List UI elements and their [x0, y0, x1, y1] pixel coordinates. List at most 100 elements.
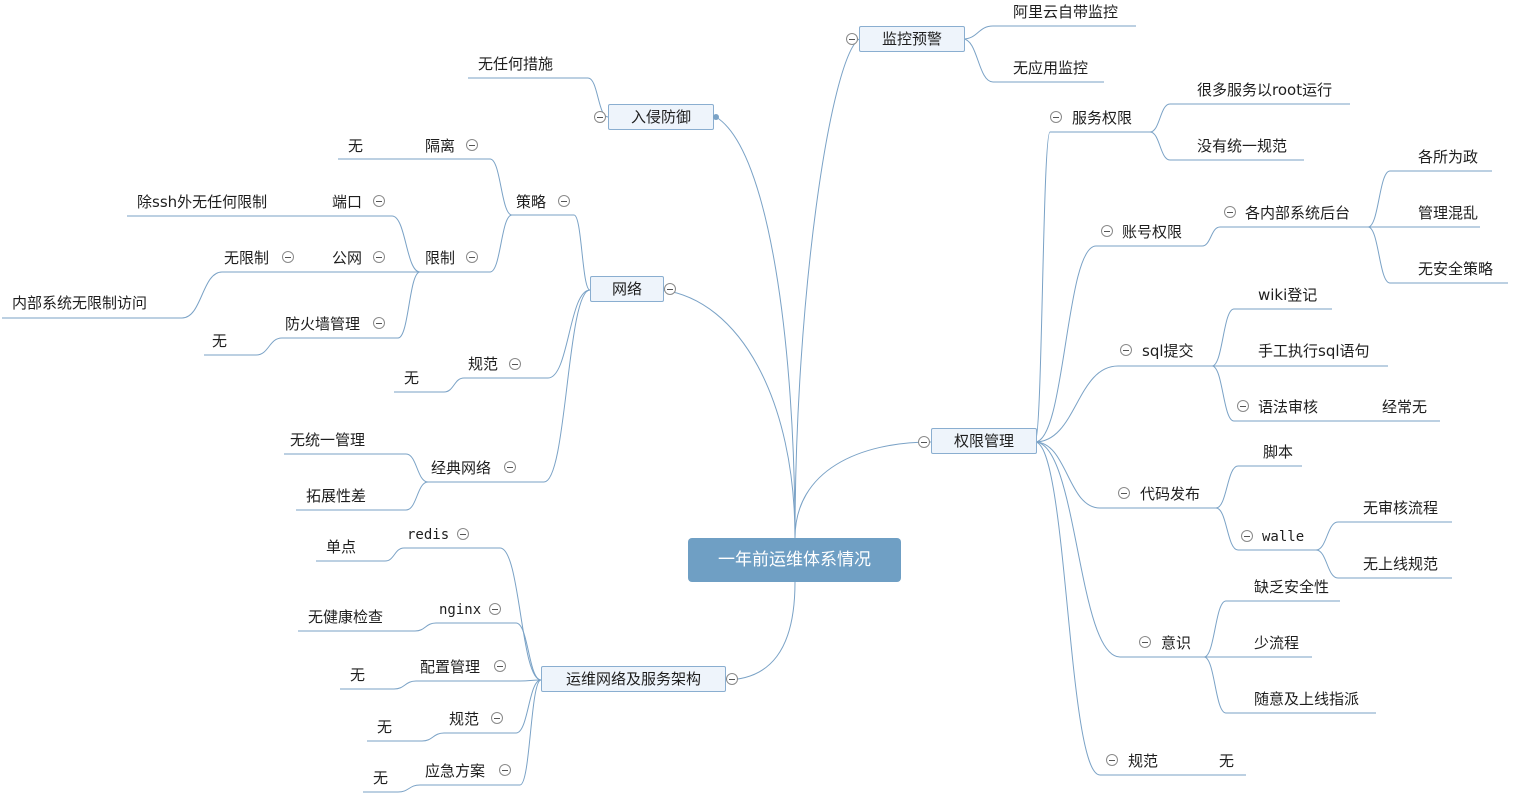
connector [1203, 600, 1227, 658]
collapse-icon[interactable] [846, 33, 858, 45]
node-network-firewall[interactable]: 防火墙管理 [285, 315, 361, 333]
connector [1149, 131, 1171, 161]
collapse-icon[interactable] [726, 673, 738, 685]
node-intrusion-none[interactable]: 无任何措施 [478, 55, 554, 73]
node-perm[interactable]: 权限管理 [931, 428, 1037, 454]
node-network-classic-2[interactable]: 拓展性差 [306, 487, 367, 505]
collapse-icon[interactable] [1101, 225, 1113, 237]
collapse-icon[interactable] [1120, 344, 1132, 356]
node-perm-standard[interactable]: 规范 [1128, 752, 1159, 770]
node-ops-redis-val[interactable]: 单点 [326, 538, 357, 556]
collapse-icon[interactable] [918, 436, 930, 448]
node-perm-sql-1[interactable]: wiki登记 [1258, 286, 1318, 304]
connector [794, 38, 860, 539]
node-network-port[interactable]: 端口 [332, 193, 363, 211]
node-monitor[interactable]: 监控预警 [859, 26, 965, 52]
node-perm-deploy[interactable]: 代码发布 [1140, 485, 1201, 503]
collapse-icon[interactable] [1118, 487, 1130, 499]
node-network-public-val[interactable]: 无限制 [224, 249, 270, 267]
collapse-icon[interactable] [594, 111, 606, 123]
node-network-classic[interactable]: 经典网络 [431, 459, 492, 477]
connector [515, 679, 542, 734]
connector [1215, 465, 1239, 509]
collapse-icon[interactable] [373, 195, 385, 207]
node-perm-sql-2[interactable]: 手工执行sql语句 [1258, 342, 1370, 360]
node-perm-walle[interactable]: walle [1262, 529, 1305, 545]
node-network-limit[interactable]: 限制 [425, 249, 456, 267]
node-ops-standard[interactable]: 规范 [449, 710, 480, 728]
node-perm-backend[interactable]: 各内部系统后台 [1245, 204, 1351, 222]
collapse-icon[interactable] [1241, 530, 1253, 542]
node-network-isolation[interactable]: 隔离 [425, 137, 456, 155]
node-perm-service-1[interactable]: 很多服务以root运行 [1197, 81, 1333, 99]
node-perm-awareness-2[interactable]: 少流程 [1254, 634, 1300, 652]
connector [723, 581, 796, 681]
node-perm-syntax-val[interactable]: 经常无 [1382, 398, 1428, 416]
root-node[interactable]: 一年前运维体系情况 [688, 538, 901, 582]
node-ops-standard-val[interactable]: 无 [377, 718, 393, 736]
node-perm-syntax[interactable]: 语法审核 [1258, 398, 1319, 416]
collapse-icon[interactable] [1237, 400, 1249, 412]
collapse-icon[interactable] [1106, 754, 1118, 766]
collapse-icon[interactable] [499, 764, 511, 776]
collapse-icon[interactable] [494, 660, 506, 672]
node-perm-service[interactable]: 服务权限 [1072, 109, 1133, 127]
node-perm-sql[interactable]: sql提交 [1142, 342, 1194, 360]
connector [1034, 131, 1051, 443]
collapse-icon[interactable] [466, 139, 478, 151]
node-perm-service-2[interactable]: 没有统一规范 [1197, 137, 1288, 155]
collapse-icon[interactable] [509, 358, 521, 370]
collapse-icon[interactable] [373, 251, 385, 263]
collapse-icon[interactable] [664, 283, 676, 295]
node-network-strategy[interactable]: 策略 [516, 193, 547, 211]
node-network-standard[interactable]: 规范 [468, 355, 499, 373]
node-perm-backend-1[interactable]: 各所为政 [1418, 148, 1479, 166]
node-network-public[interactable]: 公网 [332, 249, 363, 267]
node-perm-awareness[interactable]: 意识 [1161, 634, 1192, 652]
connector [414, 622, 437, 632]
node-network[interactable]: 网络 [590, 276, 664, 302]
collapse-icon[interactable] [466, 251, 478, 263]
node-perm-walle-2[interactable]: 无上线规范 [1363, 555, 1439, 573]
connector [519, 679, 542, 786]
node-network-firewall-none[interactable]: 无 [212, 332, 228, 350]
node-network-internal[interactable]: 内部系统无限制访问 [12, 294, 148, 312]
collapse-icon[interactable] [282, 251, 294, 263]
node-network-standard-none[interactable]: 无 [404, 369, 420, 387]
connector [397, 784, 421, 793]
connector [1034, 441, 1121, 658]
collapse-icon[interactable] [457, 528, 469, 540]
node-network-isolation-none[interactable]: 无 [348, 137, 364, 155]
collapse-icon[interactable] [489, 603, 501, 615]
node-perm-standard-val[interactable]: 无 [1219, 752, 1235, 770]
node-perm-backend-3[interactable]: 无安全策略 [1418, 260, 1494, 278]
node-perm-script[interactable]: 脚本 [1263, 443, 1294, 461]
node-network-classic-1[interactable]: 无统一管理 [290, 431, 366, 449]
node-ops-nginx-val[interactable]: 无健康检查 [308, 608, 384, 626]
node-perm-backend-2[interactable]: 管理混乱 [1418, 204, 1479, 222]
node-ops-emergency[interactable]: 应急方案 [425, 762, 486, 780]
node-intrusion[interactable]: 入侵防御 [608, 104, 714, 130]
collapse-icon[interactable] [558, 195, 570, 207]
node-ops-emergency-val[interactable]: 无 [373, 769, 389, 787]
node-perm-awareness-1[interactable]: 缺乏安全性 [1254, 578, 1330, 596]
collapse-icon[interactable] [1224, 206, 1236, 218]
node-perm-awareness-3[interactable]: 随意及上线指派 [1254, 690, 1360, 708]
collapse-icon[interactable] [1139, 636, 1151, 648]
node-monitor-aliyun[interactable]: 阿里云自带监控 [1013, 3, 1119, 21]
node-perm-walle-1[interactable]: 无审核流程 [1363, 499, 1439, 517]
node-ops-nginx[interactable]: nginx [439, 602, 482, 618]
node-anchor-dot [713, 114, 719, 120]
node-ops-config[interactable]: 配置管理 [420, 658, 481, 676]
collapse-icon[interactable] [491, 712, 503, 724]
node-ops-redis[interactable]: redis [407, 527, 450, 543]
node-network-port-val[interactable]: 除ssh外无任何限制 [137, 193, 268, 211]
collapse-icon[interactable] [373, 317, 385, 329]
node-ops-config-val[interactable]: 无 [350, 666, 366, 684]
node-perm-account[interactable]: 账号权限 [1122, 223, 1183, 241]
connector [715, 116, 796, 539]
node-monitor-app[interactable]: 无应用监控 [1013, 59, 1089, 77]
node-ops[interactable]: 运维网络及服务架构 [541, 666, 726, 692]
collapse-icon[interactable] [504, 461, 516, 473]
collapse-icon[interactable] [1050, 111, 1062, 123]
